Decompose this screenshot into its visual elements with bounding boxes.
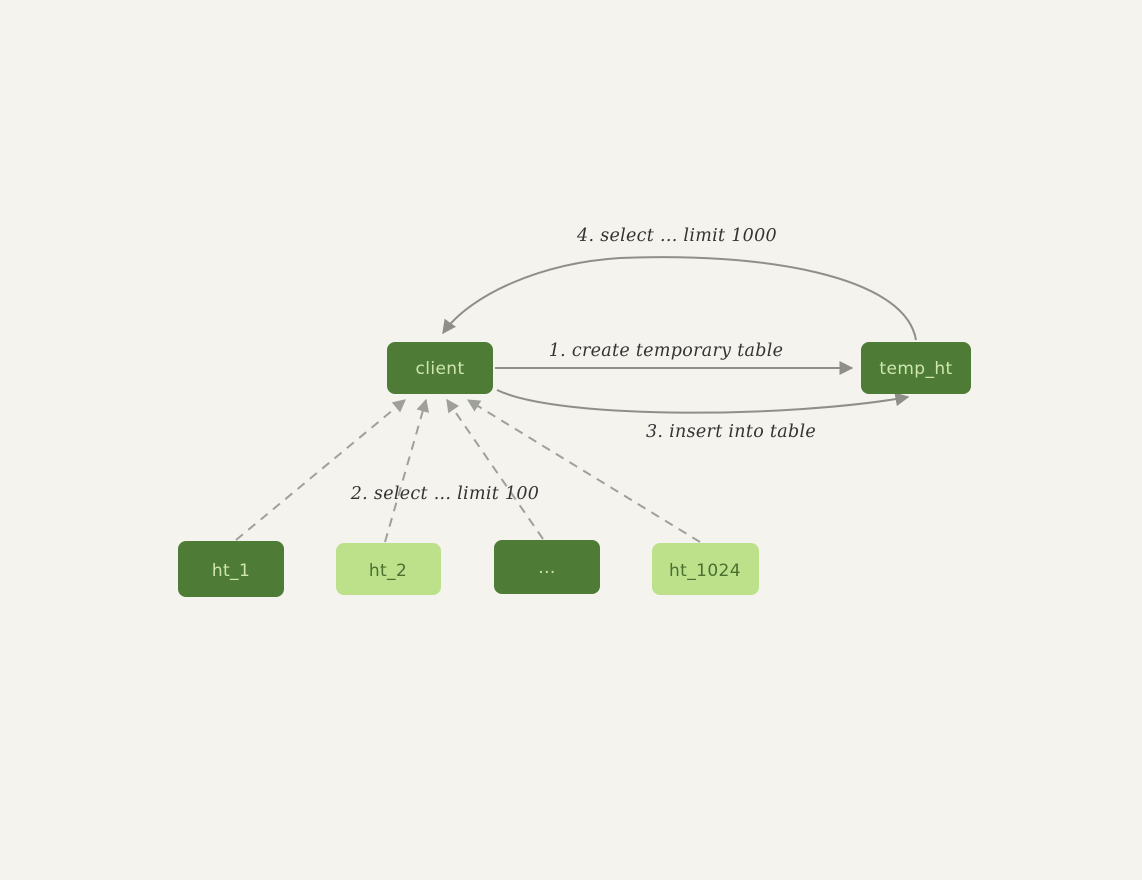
edge-ht-1024-to-client [466, 399, 701, 543]
edge-ht-dots-to-client [446, 398, 544, 540]
edge-select-limit-1000-line [442, 256, 917, 341]
node-ht-1024-label: ht_1024 [669, 561, 741, 581]
node-temp-ht-rect[interactable] [861, 342, 971, 394]
edge-ht-1-to-client [235, 399, 407, 541]
edge-select-limit-1000: 4. select ... limit 1000 [442, 226, 917, 341]
edge-label-3: 3. insert into table [646, 422, 816, 442]
edge-insert-into-table-line [496, 389, 910, 414]
node-ht-2[interactable]: ht_2 [336, 543, 441, 595]
node-ht-1[interactable]: ht_1 [178, 541, 284, 597]
node-client-rect[interactable] [387, 342, 493, 394]
node-client[interactable]: client [387, 342, 493, 394]
node-temp-ht-label: temp_ht [879, 359, 952, 379]
edge-insert-into-table: 3. insert into table [496, 389, 910, 442]
node-ht-2-rect[interactable] [336, 543, 441, 595]
edge-label-2: 2. select ... limit 100 [350, 484, 539, 504]
edge-ht-2-to-client [384, 398, 429, 543]
node-ht-2-label: ht_2 [369, 561, 407, 581]
node-ht-1-rect[interactable] [178, 541, 284, 597]
node-temp-ht[interactable]: temp_ht [861, 342, 971, 394]
edge-label-4: 4. select ... limit 1000 [576, 226, 777, 246]
edge-label-1: 1. create temporary table [549, 341, 784, 361]
node-ht-1024-rect[interactable] [652, 543, 759, 595]
node-ht-ellipsis[interactable]: ... [494, 540, 600, 594]
node-ht-ellipsis-label: ... [538, 558, 555, 578]
node-ht-ellipsis-rect[interactable] [494, 540, 600, 594]
node-ht-1-label: ht_1 [212, 561, 250, 581]
edge-select-limit-100: 2. select ... limit 100 [235, 398, 701, 543]
node-ht-1024[interactable]: ht_1024 [652, 543, 759, 595]
edge-create-temporary-table: 1. create temporary table [495, 341, 854, 375]
node-client-label: client [415, 359, 464, 379]
